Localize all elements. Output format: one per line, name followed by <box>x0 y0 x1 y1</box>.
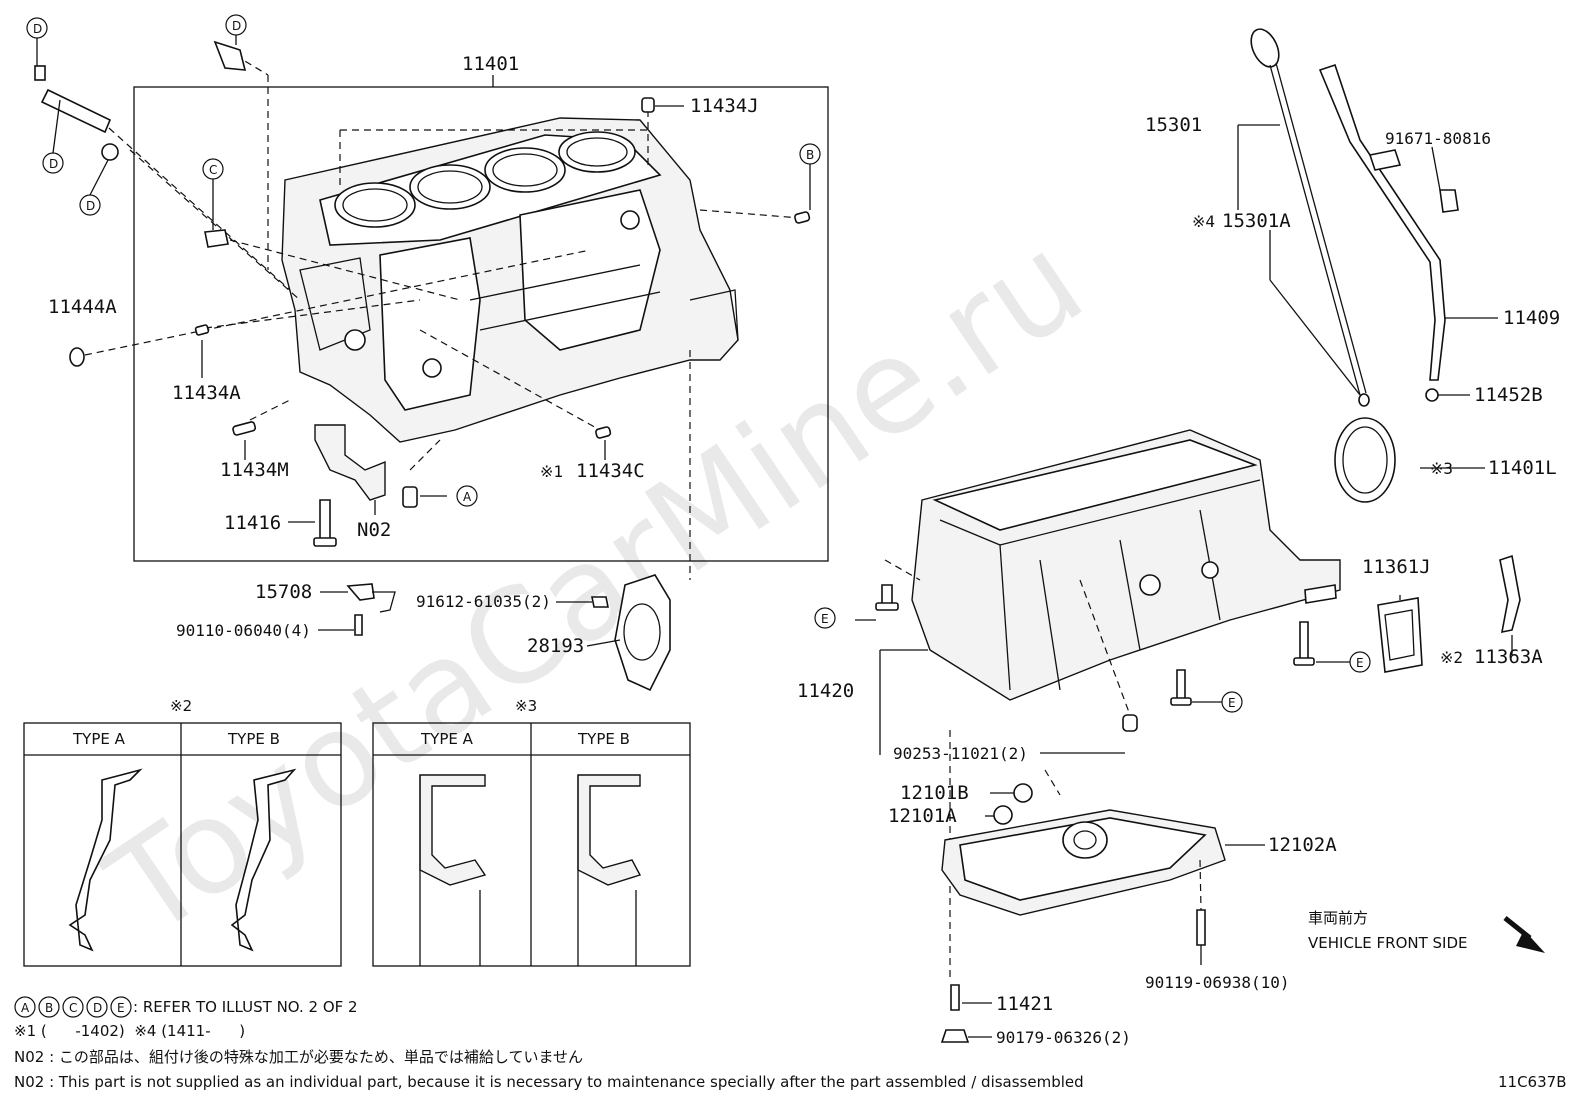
gasket-28193 <box>591 574 671 692</box>
n02-jp-note: N02 : この部品は、組付け後の特殊な加工が必要なため、単品では補給していませ… <box>14 1048 583 1066</box>
svg-text:B: B <box>45 1001 53 1015</box>
svg-text:D: D <box>49 157 58 171</box>
label-12101A: 12101A <box>888 805 957 827</box>
n02-en-note: N02 : This part is not supplied as an in… <box>14 1073 1084 1091</box>
svg-text:D: D <box>93 1001 102 1015</box>
svg-text:C: C <box>69 1001 77 1015</box>
label-91671: 91671-80816 <box>1385 129 1491 148</box>
type-b-caption-2: TYPE B <box>227 730 280 748</box>
d-sensor-parts <box>34 40 247 161</box>
svg-text:E: E <box>821 612 829 626</box>
type-a-caption-3: TYPE A <box>420 730 474 748</box>
cylinder-block <box>281 117 739 443</box>
label-28193: 28193 <box>527 635 584 657</box>
label-11416: 11416 <box>224 512 281 534</box>
svg-text:A: A <box>21 1001 30 1015</box>
label-11434A: 11434A <box>172 382 241 404</box>
label-11434C: 11434C <box>576 460 645 482</box>
callout-d-4: D <box>79 194 101 216</box>
mark-11401L: ※3 <box>1430 459 1453 478</box>
refer-callouts: A B C D E <box>14 996 132 1018</box>
type-a-caption-2: TYPE A <box>72 730 126 748</box>
small-parts-block <box>69 97 811 547</box>
type-table-3: ※3 TYPE A TYPE B <box>372 697 691 967</box>
notes: A B C D E : REFER TO ILLUST NO. 2 OF 2 ※… <box>14 996 1566 1091</box>
label-15301: 15301 <box>1145 114 1202 136</box>
label-91612: 91612-61035(2) <box>416 592 551 611</box>
label-11363A: 11363A <box>1474 646 1543 668</box>
svg-text:D: D <box>33 22 42 36</box>
label-90253: 90253-11021(2) <box>893 744 1028 763</box>
svg-text:E: E <box>117 1001 125 1015</box>
label-11434J: 11434J <box>690 95 759 117</box>
callout-e-1: E <box>814 607 836 629</box>
label-11401: 11401 <box>462 53 519 75</box>
label-90119: 90119-06938(10) <box>1145 973 1290 992</box>
label-11420: 11420 <box>797 680 854 702</box>
type-b-caption-3: TYPE B <box>577 730 630 748</box>
dipstick-leaders <box>1237 124 1498 396</box>
block-leaders <box>84 54 801 580</box>
mark-11434C: ※1 <box>540 462 563 481</box>
callout-d-2: D <box>225 14 247 36</box>
label-11361J: 11361J <box>1362 556 1431 578</box>
callout-a: A <box>456 485 478 507</box>
label-11409: 11409 <box>1503 307 1560 329</box>
block-frame <box>133 86 829 562</box>
label-15301A: 15301A <box>1222 210 1291 232</box>
type-table-2: ※2 TYPE A TYPE B <box>23 697 342 967</box>
svg-text:A: A <box>463 490 472 504</box>
callout-b: B <box>799 143 821 165</box>
label-90110: 90110-06040(4) <box>176 621 311 640</box>
svg-text:D: D <box>232 19 241 33</box>
lower-crankcase <box>875 417 1521 732</box>
label-11444A: 11444A <box>48 296 117 318</box>
label-12102A: 12102A <box>1268 834 1337 856</box>
callout-e-2: E <box>1349 651 1371 673</box>
front-jp: 車両前方 <box>1308 909 1368 927</box>
callout-circles: D D D D C B A E E E <box>26 14 1371 713</box>
svg-text:E: E <box>1356 656 1364 670</box>
refer-note: : REFER TO ILLUST NO. 2 OF 2 <box>133 998 358 1016</box>
label-11421: 11421 <box>996 993 1053 1015</box>
label-15708: 15708 <box>255 581 312 603</box>
label-11452B: 11452B <box>1474 384 1543 406</box>
callout-d-1: D <box>26 17 48 39</box>
callout-c: C <box>202 158 224 180</box>
ranges-note: ※1 ( -1402) ※4 (1411- ) <box>14 1022 245 1040</box>
svg-text:E: E <box>1228 696 1236 710</box>
diagram-code: 11C637B <box>1498 1073 1566 1091</box>
mark-15301A: ※4 <box>1192 212 1215 231</box>
part-labels: 11434J 11444A 11434A 11434M ※1 11434C 11… <box>48 95 1560 1047</box>
label-11434M: 11434M <box>220 459 289 481</box>
svg-text:C: C <box>209 163 217 177</box>
oil-pan-leaders <box>962 792 1265 1038</box>
dipstick-parts <box>1250 28 1459 407</box>
sensor-15708 <box>346 583 396 636</box>
front-arrow-icon <box>1516 930 1545 953</box>
block-label-leaders <box>201 105 684 647</box>
type-table-2-mark: ※2 <box>170 697 192 715</box>
type-table-3-mark: ※3 <box>515 697 537 715</box>
oil-pan <box>940 783 1226 1043</box>
label-90179: 90179-06326(2) <box>996 1028 1131 1047</box>
label-N02: N02 <box>357 519 391 541</box>
svg-text:D: D <box>86 199 95 213</box>
callout-e-3: E <box>1221 691 1243 713</box>
callout-d-3: D <box>42 152 64 174</box>
label-12101B: 12101B <box>900 782 969 804</box>
label-11401L: 11401L <box>1488 457 1557 479</box>
vehicle-front-indicator: 車両前方 VEHICLE FRONT SIDE <box>1308 909 1545 953</box>
mark-11363A: ※2 <box>1440 648 1463 667</box>
front-en: VEHICLE FRONT SIDE <box>1308 934 1468 952</box>
svg-text:B: B <box>806 148 814 162</box>
